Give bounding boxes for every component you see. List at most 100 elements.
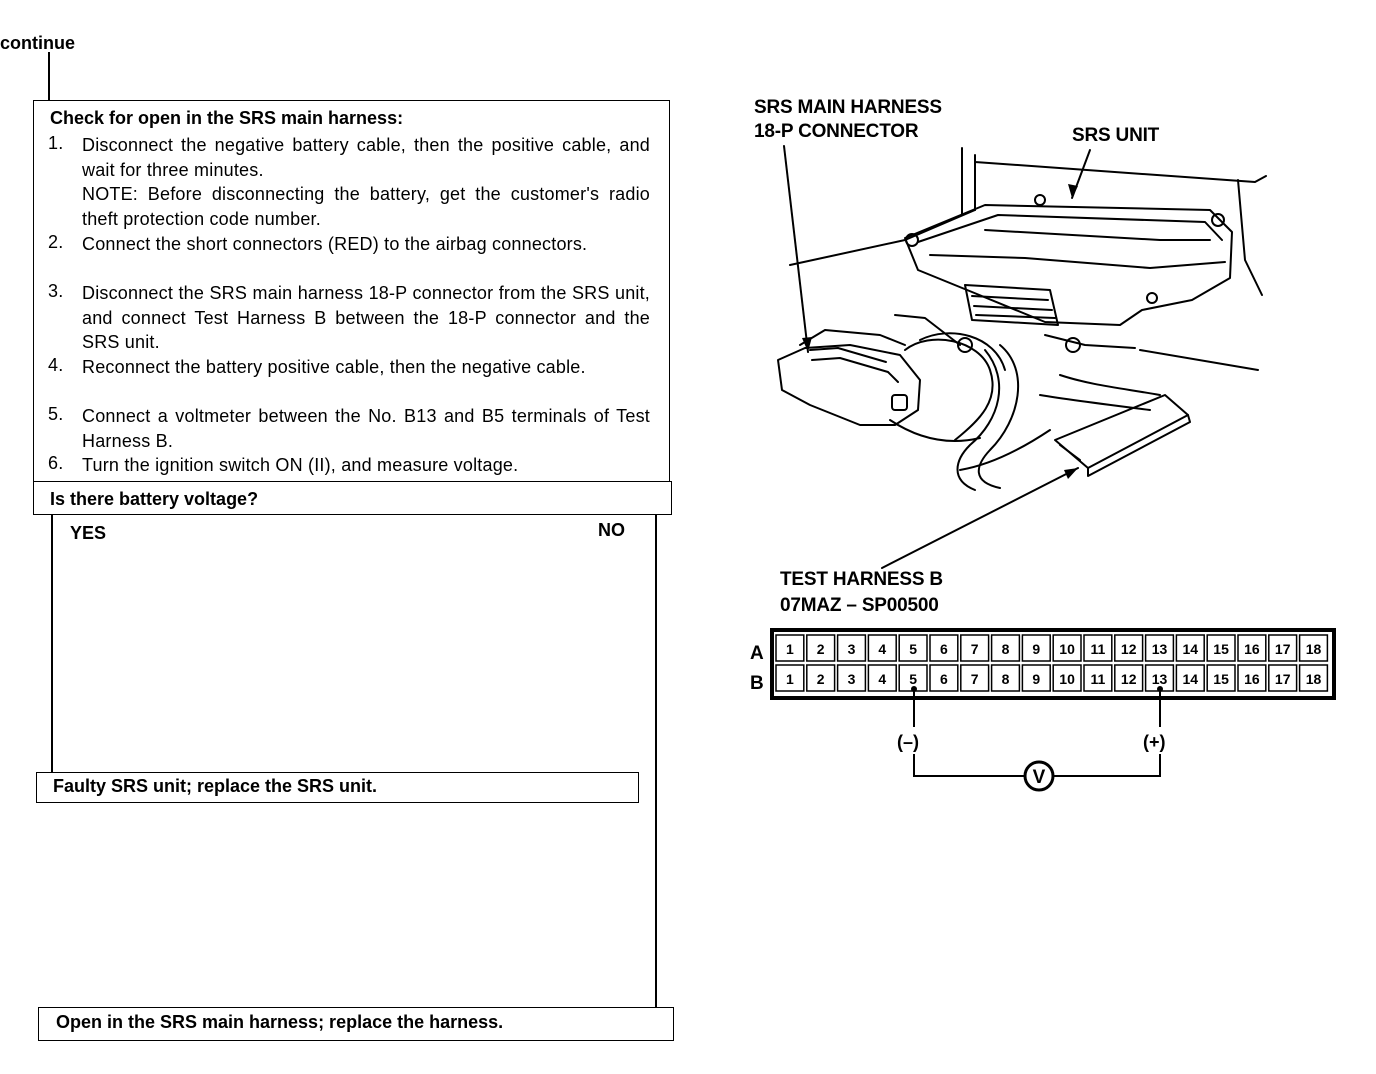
pin-cell-b2	[806, 664, 836, 692]
step-text: Turn the ignition switch ON (II), and me…	[82, 455, 519, 475]
pin-number-b4: 4	[878, 671, 886, 687]
row-b-label: B	[750, 673, 764, 694]
step-number: 1.	[48, 133, 64, 153]
pin-number-a9: 9	[1032, 641, 1040, 657]
pin-cell-a14	[1175, 634, 1205, 662]
pin-number-b8: 8	[1002, 671, 1010, 687]
pin-cell-b15	[1206, 664, 1236, 692]
pin-number-a7: 7	[971, 641, 979, 657]
pin-number-a4: 4	[878, 641, 886, 657]
check-box-title: Check for open in the SRS main harness:	[50, 108, 404, 128]
pin-number-a18: 18	[1306, 641, 1322, 657]
srs-unit-illustration	[777, 145, 1267, 569]
no-branch-line	[655, 515, 657, 1007]
pin-cell-a4	[867, 634, 897, 662]
pin-cell-a6	[929, 634, 959, 662]
row-a-label: A	[750, 643, 764, 664]
step-number: 3.	[48, 281, 64, 301]
pin-number-b17: 17	[1275, 671, 1291, 687]
pin-number-b18: 18	[1306, 671, 1322, 687]
pin-number-b5: 5	[909, 671, 917, 687]
pin-cell-a12	[1114, 634, 1144, 662]
pin-cell-a8	[990, 634, 1021, 662]
pin-cell-b18	[1298, 664, 1329, 692]
pin-cell-b7	[960, 664, 990, 692]
pin-number-a6: 6	[940, 641, 948, 657]
pin-number-a13: 13	[1152, 641, 1168, 657]
step-text: Disconnect the negative battery cable, t…	[82, 135, 650, 180]
main-harness-label-line2: 18-P CONNECTOR	[754, 121, 919, 142]
negative-label: (–)	[897, 732, 919, 752]
pin-cell-a13	[1144, 634, 1175, 662]
continue-label: continue	[0, 33, 75, 53]
step-number: 4.	[48, 355, 64, 375]
step-text: Connect a voltmeter between the No. B13 …	[82, 406, 650, 451]
pin-cell-a16	[1237, 634, 1267, 662]
flow-connector-top	[48, 52, 50, 101]
step-text: Connect the short connectors (RED) to th…	[82, 234, 588, 254]
question-text: Is there battery voltage?	[50, 489, 259, 509]
no-label: NO	[598, 520, 625, 540]
pin-number-b13: 13	[1152, 671, 1168, 687]
pin-cell-a11	[1083, 634, 1113, 662]
yes-result-box	[36, 772, 639, 803]
test-harness-label-line2: 07MAZ – SP00500	[780, 595, 939, 616]
pin-number-a10: 10	[1059, 641, 1075, 657]
pin-cell-a9	[1021, 634, 1051, 662]
pin-cell-a18	[1298, 634, 1329, 662]
pin-cell-a10	[1052, 634, 1082, 662]
pin-number-b12: 12	[1121, 671, 1137, 687]
question-box	[33, 481, 672, 515]
pin-cell-a15	[1206, 634, 1236, 662]
probe-point-b5	[911, 686, 917, 692]
pin-number-a8: 8	[1002, 641, 1010, 657]
pin-number-b15: 15	[1213, 671, 1229, 687]
main-harness-label-line1: SRS MAIN HARNESS	[754, 97, 942, 118]
pin-number-b6: 6	[940, 671, 948, 687]
pin-number-b16: 16	[1244, 671, 1260, 687]
test-harness-label-line1: TEST HARNESS B	[780, 569, 943, 590]
pin-cell-b14	[1175, 664, 1205, 692]
pin-number-b2: 2	[817, 671, 825, 687]
pin-number-a12: 12	[1121, 641, 1137, 657]
pin-cell-b17	[1268, 664, 1298, 692]
step-text: Reconnect the battery positive cable, th…	[82, 357, 586, 377]
step-note: NOTE: Before disconnecting the battery, …	[82, 184, 650, 229]
step-number: 5.	[48, 404, 64, 424]
pin-cell-a1	[775, 634, 805, 662]
pin-number-a17: 17	[1275, 641, 1291, 657]
pin-number-b14: 14	[1183, 671, 1199, 687]
pin-cell-a7	[960, 634, 990, 662]
pin-number-a2: 2	[817, 641, 825, 657]
pin-number-a5: 5	[909, 641, 917, 657]
no-result-box	[38, 1007, 674, 1041]
pin-number-a15: 15	[1213, 641, 1229, 657]
pin-number-a3: 3	[848, 641, 856, 657]
pin-cell-b5	[898, 664, 928, 692]
no-result-text: Open in the SRS main harness; replace th…	[56, 1012, 504, 1032]
positive-label: (+)	[1143, 732, 1166, 752]
pin-cell-a5	[898, 634, 928, 662]
pin-number-b1: 1	[786, 671, 794, 687]
pin-cell-b3	[836, 664, 867, 692]
yes-label: YES	[70, 523, 107, 543]
pin-number-b10: 10	[1059, 671, 1075, 687]
pin-number-b7: 7	[971, 671, 979, 687]
pin-cell-b12	[1114, 664, 1144, 692]
pin-cell-a3	[836, 634, 867, 662]
check-box	[33, 100, 670, 482]
pin-cell-b9	[1021, 664, 1051, 692]
pin-number-a14: 14	[1183, 641, 1199, 657]
pin-number-a16: 16	[1244, 641, 1260, 657]
pin-cell-b11	[1083, 664, 1113, 692]
probe-point-b13	[1157, 686, 1163, 692]
pin-cell-b6	[929, 664, 959, 692]
pin-cell-b8	[990, 664, 1021, 692]
pin-cell-b1	[775, 664, 805, 692]
yes-result-text: Faulty SRS unit; replace the SRS unit.	[53, 776, 378, 796]
pin-cell-b10	[1052, 664, 1082, 692]
pin-cell-b4	[867, 664, 897, 692]
